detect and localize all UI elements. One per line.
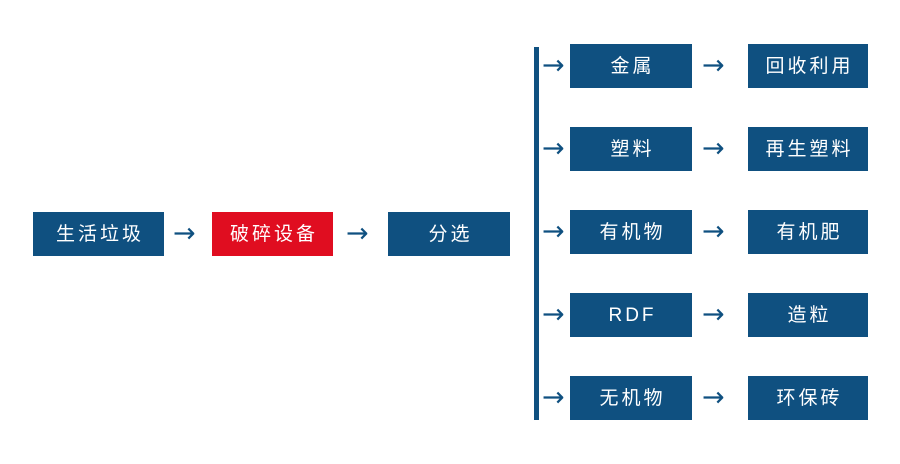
node-domestic-waste[interactable]: 生活垃圾 — [33, 212, 164, 256]
arrow-right-icon-metal-to-product: → — [702, 50, 725, 81]
branch-trunk-line — [534, 47, 539, 420]
arrow-right-icon-inorganic-to-product: → — [702, 382, 725, 413]
arrow-right-icon-plastic-to-product: → — [702, 133, 725, 164]
arrow-right-icon-organic-to-product: → — [702, 216, 725, 247]
arrow-right-icon-branch-2: → — [542, 133, 565, 164]
arrow-right-icon-rdf-to-product: → — [702, 299, 725, 330]
arrow-right-icon-branch-4: → — [542, 299, 565, 330]
node-material-inorganic[interactable]: 无机物 — [570, 376, 692, 420]
node-product-recycled-plastic[interactable]: 再生塑料 — [748, 127, 868, 171]
node-material-rdf[interactable]: RDF — [570, 293, 692, 337]
arrow-right-icon-branch-1: → — [542, 50, 565, 81]
node-material-plastic[interactable]: 塑料 — [570, 127, 692, 171]
node-material-organic[interactable]: 有机物 — [570, 210, 692, 254]
node-product-recycling[interactable]: 回收利用 — [748, 44, 868, 88]
node-sorting[interactable]: 分选 — [388, 212, 510, 256]
node-material-metal[interactable]: 金属 — [570, 44, 692, 88]
node-product-eco-brick[interactable]: 环保砖 — [748, 376, 868, 420]
node-product-pelletizing[interactable]: 造粒 — [748, 293, 868, 337]
arrow-right-icon-branch-5: → — [542, 382, 565, 413]
node-crushing-equipment[interactable]: 破碎设备 — [212, 212, 333, 256]
arrow-right-icon-crusher-to-sorting: → — [346, 218, 369, 249]
node-product-organic-fertilizer[interactable]: 有机肥 — [748, 210, 868, 254]
arrow-right-icon-branch-3: → — [542, 216, 565, 247]
arrow-right-icon-waste-to-crusher: → — [173, 218, 196, 249]
